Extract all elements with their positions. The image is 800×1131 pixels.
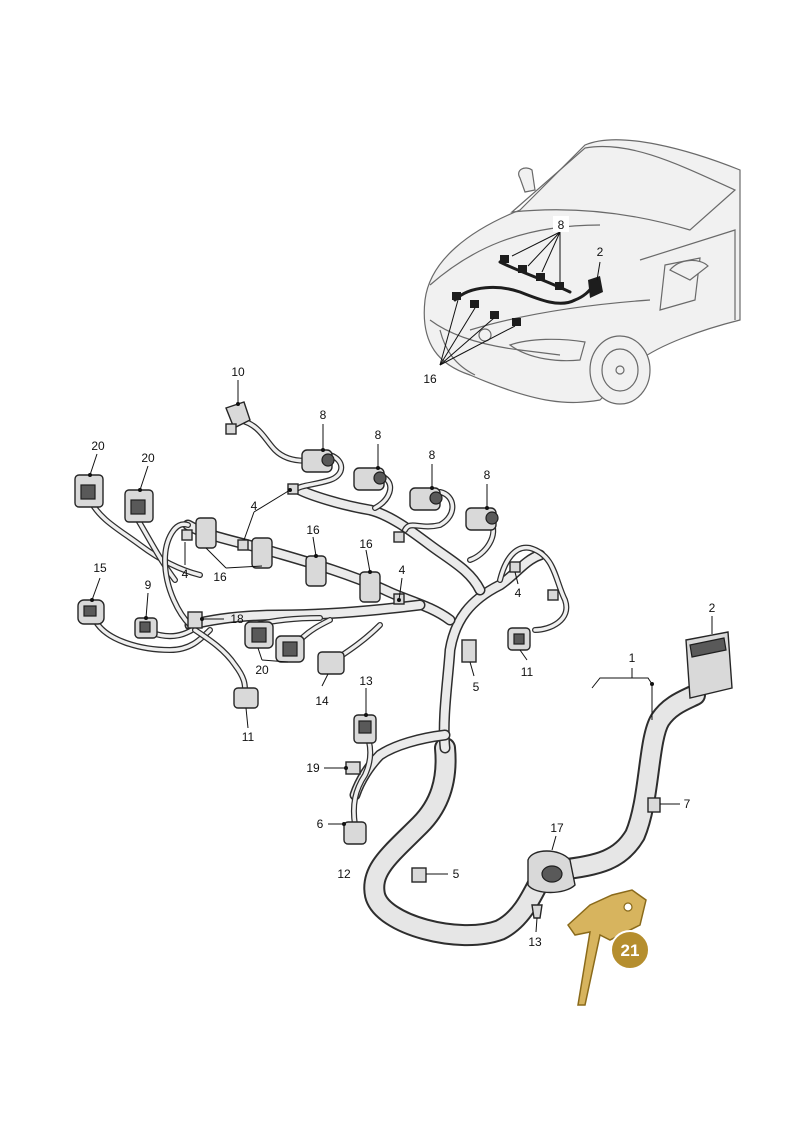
clip-5-lower xyxy=(411,867,427,883)
connectors xyxy=(74,401,733,919)
connector-16d xyxy=(359,571,381,603)
connector-20a xyxy=(74,474,104,508)
clip-4d xyxy=(509,561,521,573)
clip-4f xyxy=(237,539,249,551)
connector-11-right xyxy=(507,627,531,651)
connector-11-left xyxy=(233,687,259,709)
car-inset: 8 2 16 xyxy=(423,139,741,405)
callout-7: 7 xyxy=(684,797,691,811)
callout-8-car: 8 xyxy=(558,218,565,232)
callout-4c: 4 xyxy=(399,563,406,577)
badge-21 xyxy=(610,930,650,970)
clip-4g xyxy=(547,589,559,601)
connector-20d xyxy=(275,635,305,663)
callout-17: 17 xyxy=(550,821,564,835)
callout-8b: 8 xyxy=(375,428,382,442)
callout-9: 9 xyxy=(145,578,152,592)
connector-8a xyxy=(301,449,335,473)
callout-16-car: 16 xyxy=(423,372,437,386)
connector-15 xyxy=(77,599,105,625)
tool-21: 21 xyxy=(567,889,650,1006)
callout-5b: 5 xyxy=(453,867,460,881)
clip-4e xyxy=(393,531,405,543)
callout-20a: 20 xyxy=(91,439,105,453)
connector-16a xyxy=(195,517,217,549)
callout-2-car: 2 xyxy=(597,245,604,259)
main-harness xyxy=(182,484,706,947)
branch-wires xyxy=(87,417,570,828)
callout-16b: 16 xyxy=(306,523,320,537)
connector-8b xyxy=(353,467,387,491)
clip-18 xyxy=(187,611,203,629)
callout-20b: 20 xyxy=(141,451,155,465)
connector-10 xyxy=(225,401,251,435)
callout-10: 10 xyxy=(231,365,245,379)
callouts: 10 8 8 8 8 20 20 4 4 16 16 16 4 4 xyxy=(88,365,716,949)
callout-12: 12 xyxy=(337,867,351,881)
clip-4b xyxy=(181,529,193,541)
clip-5-upper xyxy=(461,639,477,663)
callout-2: 2 xyxy=(709,601,716,615)
badge-21-label: 21 xyxy=(621,941,640,960)
callout-1: 1 xyxy=(629,651,636,665)
connector-14 xyxy=(317,651,345,675)
connector-9 xyxy=(134,617,158,639)
callout-16a: 16 xyxy=(213,570,227,584)
connector-8c xyxy=(409,487,443,511)
connector-13-upper xyxy=(353,714,377,744)
callout-5a: 5 xyxy=(473,680,480,694)
callout-6: 6 xyxy=(317,817,324,831)
connector-16b xyxy=(251,537,273,569)
callout-18: 18 xyxy=(230,612,244,626)
callout-8a: 8 xyxy=(320,408,327,422)
callout-8c: 8 xyxy=(429,448,436,462)
clip-13-lower xyxy=(531,904,543,919)
callout-13b: 13 xyxy=(528,935,542,949)
connector-20c xyxy=(244,621,274,649)
clip-7 xyxy=(647,797,661,813)
callout-15: 15 xyxy=(93,561,107,575)
connector-20b xyxy=(124,489,154,523)
clip-19 xyxy=(345,761,361,775)
callout-19: 19 xyxy=(306,761,320,775)
callout-8d: 8 xyxy=(484,468,491,482)
callout-4d: 4 xyxy=(515,586,522,600)
grommet-17 xyxy=(527,850,576,894)
callout-20c: 20 xyxy=(255,663,269,677)
callout-14: 14 xyxy=(315,694,329,708)
callout-11a: 11 xyxy=(242,730,255,744)
callout-13a: 13 xyxy=(359,674,373,688)
connector-16c xyxy=(305,555,327,587)
callout-16c: 16 xyxy=(359,537,373,551)
connector-2 xyxy=(685,631,733,699)
callout-4a: 4 xyxy=(251,499,258,513)
callout-4b: 4 xyxy=(182,567,189,581)
connector-6 xyxy=(343,821,367,845)
clip-4a xyxy=(287,483,299,495)
callout-11b: 11 xyxy=(521,665,534,679)
connector-8d xyxy=(465,507,499,531)
